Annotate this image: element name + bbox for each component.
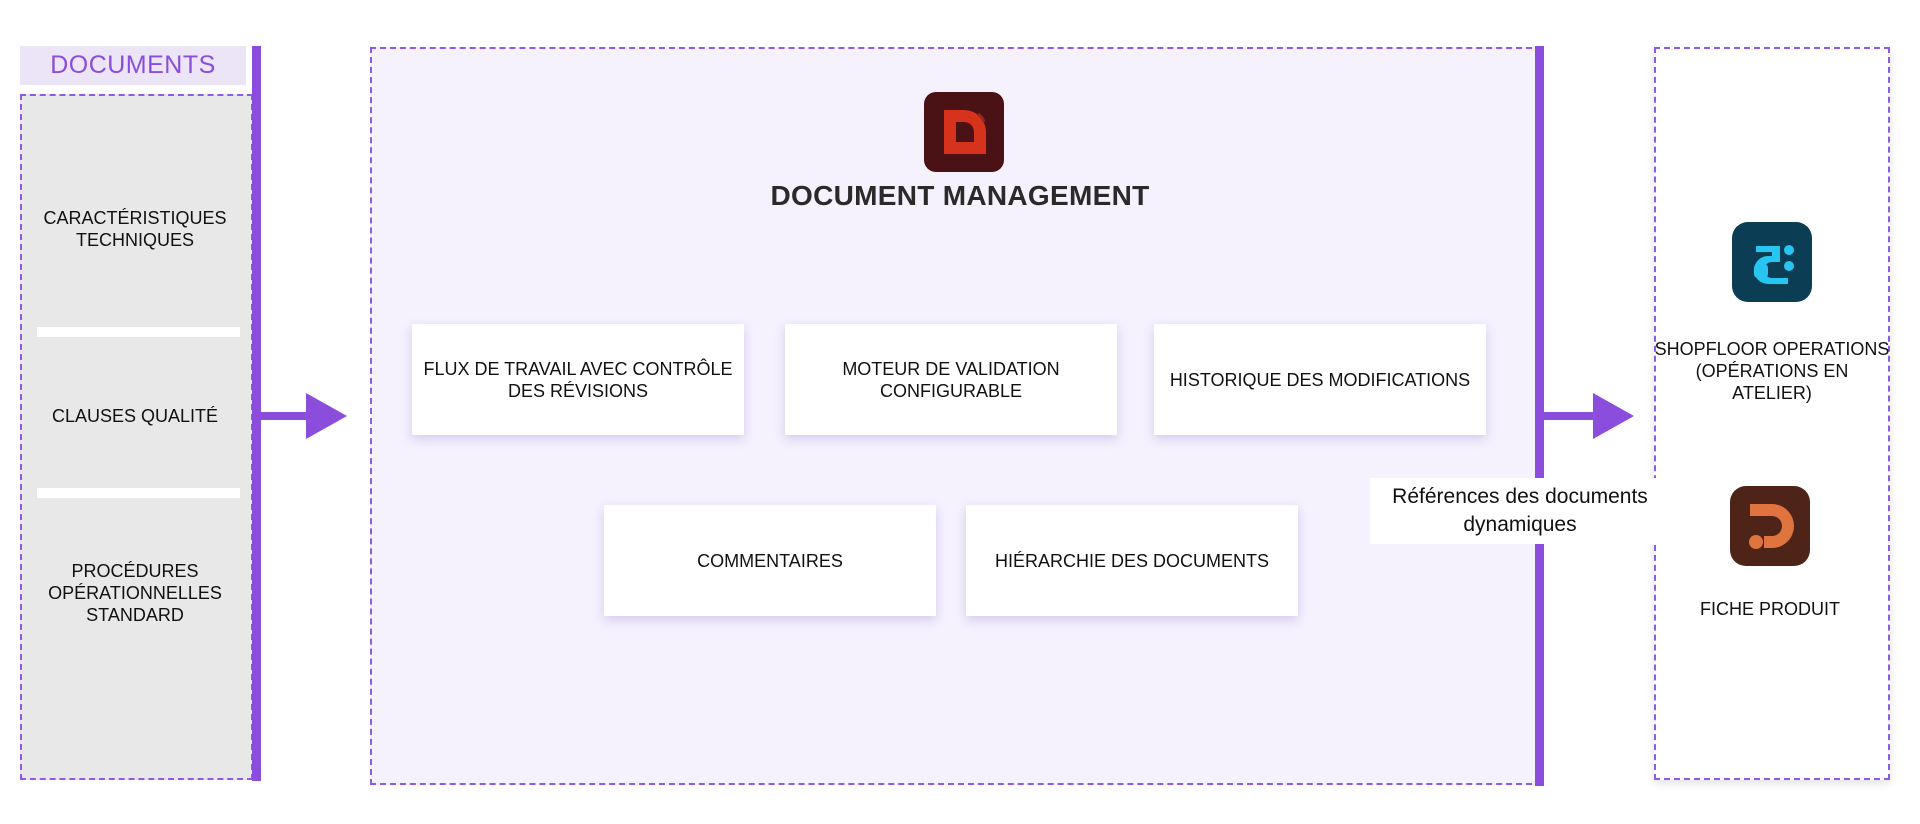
- documents-arrow-line: [258, 412, 310, 420]
- output-label-shopfloor-operations: SHOPFLOOR OPERATIONS (OPÉRATIONS EN ATEL…: [1654, 339, 1890, 403]
- feature-card-comments: COMMENTAIRES: [604, 505, 936, 616]
- documents-arrow-head: [306, 393, 347, 439]
- document-item-sop: PROCÉDURES OPÉRATIONNELLES STANDARD: [48, 561, 222, 625]
- document-separator: [37, 327, 240, 337]
- product-sheet-logo-icon: [1730, 486, 1810, 566]
- document-item-technical-specs: CARACTÉRISTIQUES TECHNIQUES: [43, 208, 227, 250]
- outputs-panel: [1654, 47, 1890, 780]
- feature-card-validation-engine: MOTEUR DE VALIDATION CONFIGURABLE: [785, 324, 1117, 435]
- shopfloor-operations-logo-icon: [1732, 222, 1812, 302]
- document-management-title: DOCUMENT MANAGEMENT: [770, 180, 1150, 211]
- feature-card-change-history: HISTORIQUE DES MODIFICATIONS: [1154, 324, 1486, 435]
- document-separator: [37, 488, 240, 498]
- output-arrow-head: [1593, 393, 1634, 439]
- feature-card-revision-workflow: FLUX DE TRAVAIL AVEC CONTRÔLE DES RÉVISI…: [412, 324, 744, 435]
- document-management-logo-icon: [924, 92, 1004, 172]
- documents-panel: [20, 94, 253, 780]
- document-item-quality-clauses: CLAUSES QUALITÉ: [51, 406, 219, 426]
- documents-header: DOCUMENTS: [20, 46, 246, 85]
- document-management-bus-bar: [1535, 46, 1544, 786]
- feature-card-document-hierarchy: HIÉRARCHIE DES DOCUMENTS: [966, 505, 1298, 616]
- output-label-product-sheet: FICHE PRODUIT: [1699, 599, 1840, 619]
- dynamic-document-references-label: Références des documents dynamiques: [1370, 478, 1670, 544]
- output-arrow-line: [1541, 412, 1597, 420]
- documents-bus-bar: [252, 46, 261, 781]
